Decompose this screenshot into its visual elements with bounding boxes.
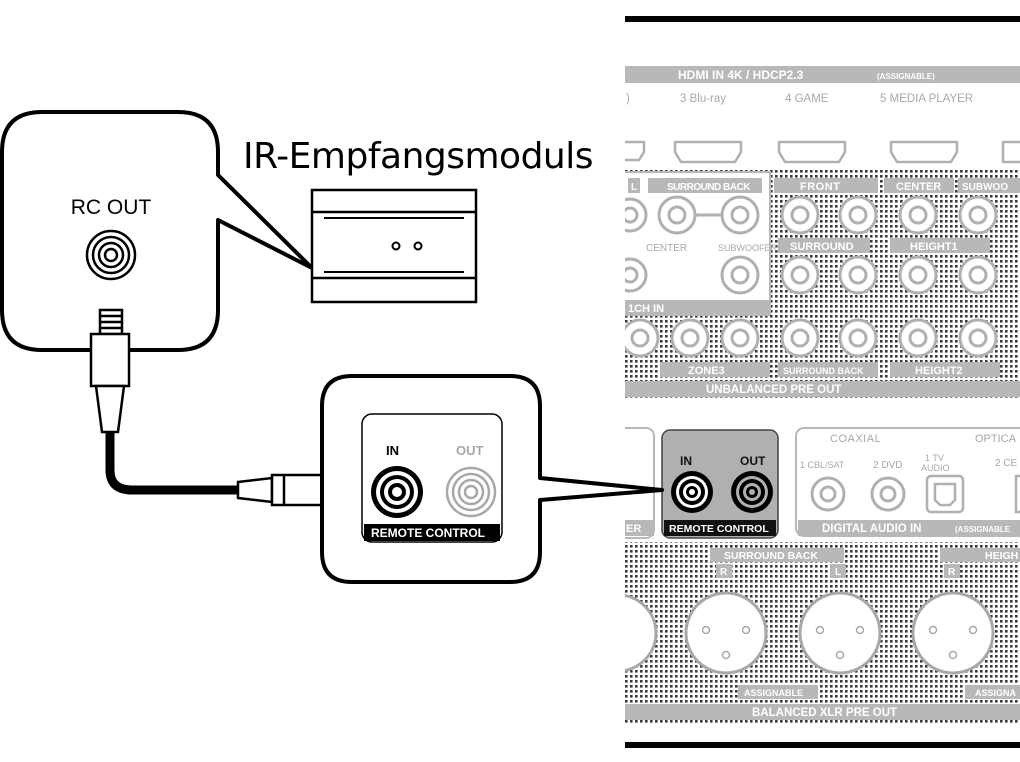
l-badge-text: L xyxy=(631,182,637,193)
panel-bottom-rule xyxy=(625,742,1020,748)
hdmi-port-label-fragment: ) xyxy=(626,93,630,105)
device-rc-out-jack xyxy=(731,471,773,513)
module-title: IR-Empfangsmoduls xyxy=(243,136,593,177)
l-badge xyxy=(628,178,640,193)
xlr-assignable-label: ASSIGNABLE xyxy=(744,688,803,698)
hdmi-port-icon xyxy=(625,140,1020,164)
subwoofer-top-tag xyxy=(958,178,1020,193)
surround-label: SURROUND xyxy=(790,241,854,253)
device-remote-control-bar xyxy=(664,520,776,536)
surround-back-label: SURROUND BACK xyxy=(667,182,751,193)
er-fragment-box xyxy=(625,427,655,539)
center-top-tag xyxy=(884,178,954,193)
rc-out-callout-box xyxy=(0,110,314,352)
remote-control-zoom-callout: IN OUT REMOTE CONTROL xyxy=(320,374,664,584)
xlr-l-badge xyxy=(830,564,846,578)
zoom-out-jack xyxy=(445,466,497,518)
xlr-height-label: HEIGH xyxy=(985,550,1018,562)
zoom-remote-control-bar xyxy=(364,524,500,541)
device-remote-control-label: REMOTE CONTROL xyxy=(669,523,769,535)
device-rc-in-label: IN xyxy=(680,454,692,468)
xlr-assignable-tag xyxy=(738,685,818,699)
rca-jack-group-upper xyxy=(625,195,998,358)
digital-assignable-label: (ASSIGNABLE xyxy=(955,525,1011,534)
ch-in-label: 1CH IN xyxy=(628,303,664,315)
balanced-bar xyxy=(625,704,1020,720)
front-tag xyxy=(774,178,878,193)
er-fragment-label: ER xyxy=(626,523,641,535)
xlr-surround-back-label: SURROUND BACK xyxy=(724,550,818,562)
surround-back-tag xyxy=(648,178,762,193)
surround-tag xyxy=(778,238,870,253)
unbalanced-label: UNBALANCED PRE OUT xyxy=(706,384,841,396)
hdmi-assignable-label: (ASSIGNABLE) xyxy=(877,72,935,81)
ch-in-bar xyxy=(625,300,770,316)
xlr-r-label: R xyxy=(720,567,728,578)
xlr-height-tag xyxy=(940,548,1020,562)
coax-port-label-2: 2 DVD xyxy=(873,460,902,471)
er-fragment-bar xyxy=(625,520,654,536)
xlr-r2-badge xyxy=(944,564,960,578)
tv-audio-label-2: AUDIO xyxy=(921,463,950,473)
optical-port-label: 2 CE xyxy=(995,458,1018,469)
rc-out-label: RC OUT xyxy=(71,196,152,219)
digital-audio-label: DIGITAL AUDIO IN xyxy=(822,523,921,535)
hdmi-header-label: HDMI IN 4K / HDCP2.3 xyxy=(678,68,804,82)
rca-plug-top xyxy=(89,308,131,434)
ir-receiver-callout: RC OUT IR-Empfangsmoduls xyxy=(0,110,594,507)
xlr-l-label: L xyxy=(835,567,841,578)
center-label: CENTER xyxy=(646,243,687,254)
rear-panel: HDMI IN 4K / HDCP2.3 (ASSIGNABLE) 3 Blu-… xyxy=(625,16,1020,748)
xlr-assignable-cut-tag xyxy=(965,685,1020,699)
rc-out-jack-icon xyxy=(85,229,137,281)
xlr-connector-icons xyxy=(625,591,995,675)
unbalanced-bar xyxy=(625,381,1020,397)
subwoofer-label: SUBWOOFER xyxy=(718,243,778,253)
height2-label: HEIGHT2 xyxy=(915,365,963,377)
coaxial-label: COAXIAL xyxy=(830,433,881,445)
zoom-remote-control-label: REMOTE CONTROL xyxy=(371,526,485,540)
balanced-label: BALANCED XLR PRE OUT xyxy=(752,707,897,719)
center-top-label: CENTER xyxy=(896,181,941,193)
front-label: FRONT xyxy=(800,181,840,193)
xlr-r-badge xyxy=(716,564,732,578)
hdmi-port-label-5: 5 MEDIA PLAYER xyxy=(880,93,973,105)
height1-label: HEIGHT1 xyxy=(910,241,958,253)
hdmi-header-bar xyxy=(625,66,1020,83)
coax-port-label-1: 1 CBL/SAT xyxy=(800,460,845,470)
xlr-surround-back-tag xyxy=(710,548,844,562)
surround-back-small-tag xyxy=(778,362,878,377)
device-rc-in-jack xyxy=(671,471,713,513)
digital-audio-bar xyxy=(798,520,1020,536)
height1-tag xyxy=(890,238,990,253)
xlr-r2-label: R xyxy=(948,567,956,578)
zone3-label: ZONE3 xyxy=(688,365,725,377)
subwoofer-top-label: SUBWOO xyxy=(962,182,1008,193)
optical-jack-icon xyxy=(925,474,1020,514)
surround-back-small-label: SURROUND BACK xyxy=(783,366,864,376)
zoom-in-label: IN xyxy=(386,443,399,458)
ir-module-icon xyxy=(310,188,478,304)
zone3-tag xyxy=(660,362,770,377)
tv-audio-label-1: 1 TV xyxy=(925,453,944,463)
device-rc-out-label: OUT xyxy=(740,454,766,468)
xlr-assignable-cut-label: ASSIGNA xyxy=(975,688,1017,698)
zoom-out-label: OUT xyxy=(456,443,484,458)
hdmi-port-label-3: 3 Blu-ray xyxy=(680,93,726,105)
panel-top-rule xyxy=(625,16,1020,22)
hdmi-port-label-4: 4 GAME xyxy=(785,93,829,105)
height2-tag xyxy=(890,362,1000,377)
zoom-in-jack xyxy=(371,466,423,518)
coax-jack-icons xyxy=(810,476,906,512)
rca-cable xyxy=(105,432,240,495)
optical-label: OPTICA xyxy=(975,433,1017,445)
